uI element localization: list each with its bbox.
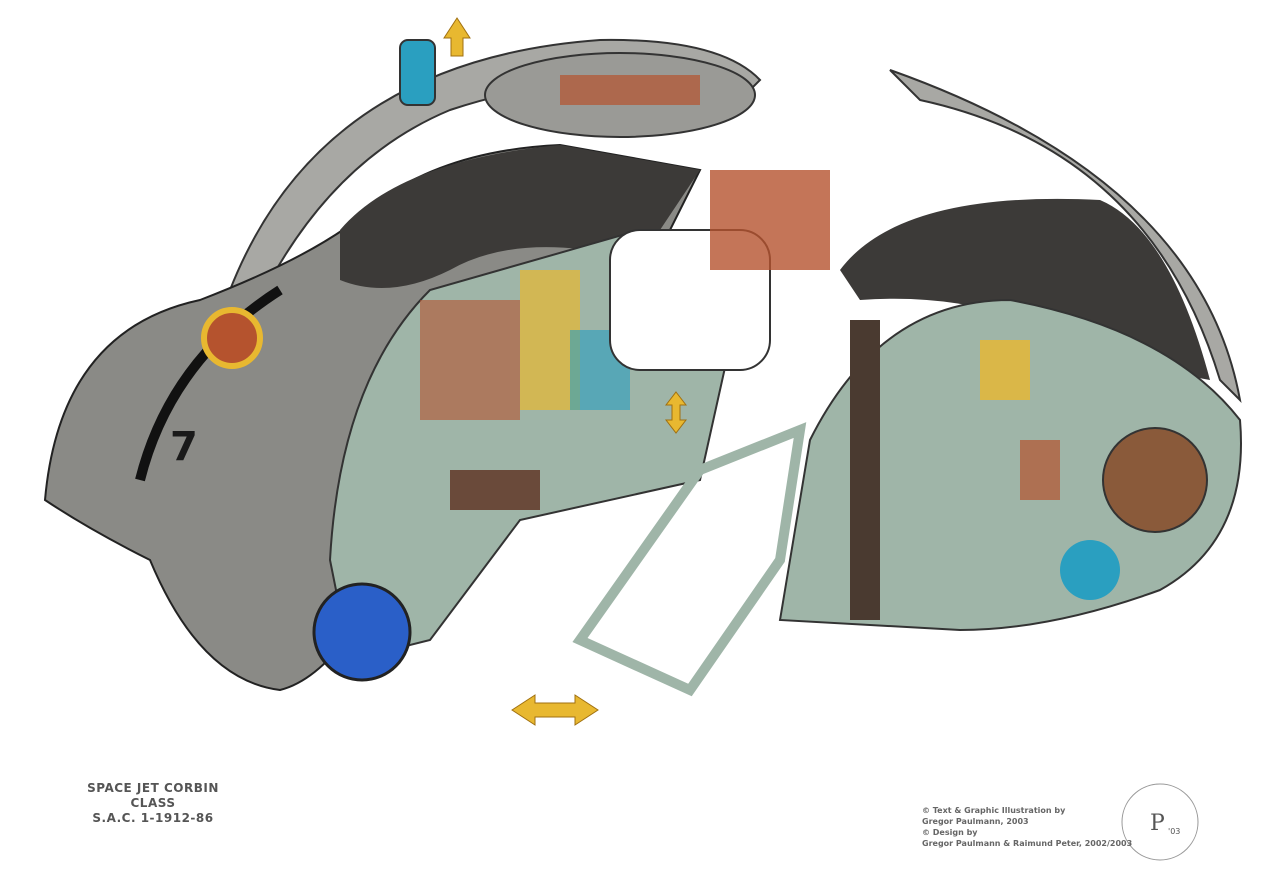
credit-line-3: © Design by — [922, 828, 978, 837]
credit-line-2: Gregor Paulmann, 2003 — [922, 817, 1029, 826]
credits-block: © Text & Graphic Illustration by Gregor … — [922, 805, 1132, 849]
credit-line-1: © Text & Graphic Illustration by — [922, 806, 1066, 815]
right-interior-section — [778, 298, 1242, 632]
credit-line-4: Gregor Paulmann & Raimund Peter, 2002/20… — [922, 839, 1133, 848]
hull-number: 7 — [170, 424, 198, 470]
artist-signature: P '03 — [1121, 783, 1199, 861]
title-line-2: S.A.C. 1-1912-86 — [92, 811, 214, 825]
right-hull-arc — [889, 69, 1242, 403]
illustration-title: SPACE JET CORBIN CLASS S.A.C. 1-1912-86 — [68, 781, 238, 826]
vertical-arrow-icon — [664, 391, 688, 434]
svg-text:'03: '03 — [1168, 827, 1180, 836]
title-line-1: SPACE JET CORBIN CLASS — [87, 781, 219, 810]
svg-text:P: P — [1150, 811, 1165, 836]
double-arrow-icon — [511, 694, 599, 726]
hull-stripe — [135, 285, 283, 482]
thruster-nozzle — [312, 582, 412, 682]
landing-frame — [572, 422, 807, 697]
up-arrow-icon — [443, 17, 471, 57]
